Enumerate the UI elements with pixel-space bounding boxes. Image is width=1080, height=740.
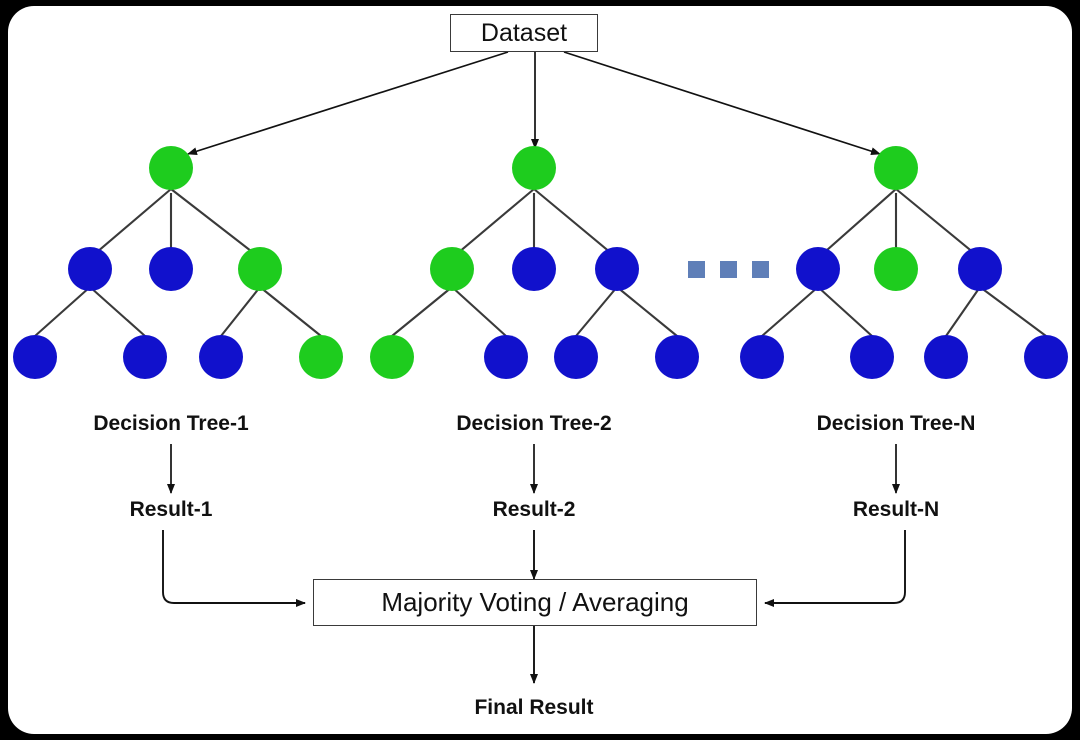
- tree1-result-label: Result-1: [129, 498, 213, 521]
- final-result-label: Final Result: [474, 696, 594, 719]
- treeN-result-label: Result-N: [852, 498, 940, 521]
- tree1-mid-node-1[interactable]: [68, 247, 112, 291]
- treeN-leaf-node-2[interactable]: [850, 335, 894, 379]
- dataset-box[interactable]: Dataset: [450, 14, 598, 52]
- dataset-fanout-arrows: [187, 51, 881, 156]
- tree1-label: Decision Tree-1: [93, 412, 249, 435]
- tree1-leaf-node-3[interactable]: [199, 335, 243, 379]
- majority-voting-box[interactable]: Majority Voting / Averaging: [313, 579, 757, 626]
- diagram-stage: Dataset Decision Tree-1 Result-1: [8, 6, 1072, 734]
- treeN-leaf-node-1[interactable]: [740, 335, 784, 379]
- treeN-mid-node-3[interactable]: [958, 247, 1002, 291]
- aggregation-arrows: [162, 530, 906, 684]
- tree2-leaf-node-2[interactable]: [484, 335, 528, 379]
- treeN-mid-node-2[interactable]: [874, 247, 918, 291]
- tree2-mid-node-2[interactable]: [512, 247, 556, 291]
- tree1-leaf-node-2[interactable]: [123, 335, 167, 379]
- tree1-mid-node-2[interactable]: [149, 247, 193, 291]
- tree1-root-node[interactable]: [149, 146, 193, 190]
- treeN-root-node[interactable]: [874, 146, 918, 190]
- tree1-leaf-node-1[interactable]: [13, 335, 57, 379]
- tree2-leaf-node-3[interactable]: [554, 335, 598, 379]
- diagram-panel: Dataset Decision Tree-1 Result-1: [8, 6, 1072, 734]
- result-arrows: [167, 444, 900, 494]
- tree1-leaf-node-4[interactable]: [299, 335, 343, 379]
- tree2-leaf-node-4[interactable]: [655, 335, 699, 379]
- treeN-mid-node-1[interactable]: [796, 247, 840, 291]
- tree2-label: Decision Tree-2: [456, 412, 612, 435]
- tree1-mid-node-3[interactable]: [238, 247, 282, 291]
- treeN-leaf-node-3[interactable]: [924, 335, 968, 379]
- tree2-leaf-node-1[interactable]: [370, 335, 414, 379]
- tree2-mid-node-3[interactable]: [595, 247, 639, 291]
- tree2-mid-node-1[interactable]: [430, 247, 474, 291]
- treeN-label: Decision Tree-N: [816, 412, 976, 435]
- tree2-root-node[interactable]: [512, 146, 556, 190]
- treeN-leaf-node-4[interactable]: [1024, 335, 1068, 379]
- tree2-result-label: Result-2: [492, 498, 576, 521]
